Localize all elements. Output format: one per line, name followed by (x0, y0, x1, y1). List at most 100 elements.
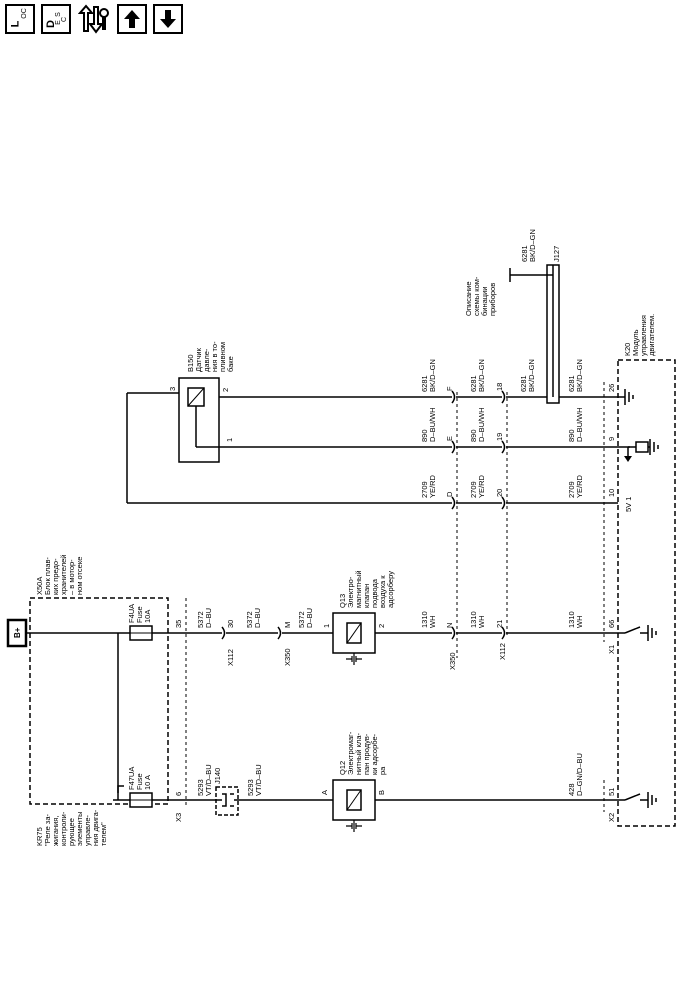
connector-x2-label: X2 (607, 813, 616, 822)
q12-label: Q12 Электромаг- нитный кла- пан продув- … (338, 730, 387, 776)
wire-890-label-c: 890D–BU/WH (567, 407, 584, 442)
ground-26-symbol (624, 388, 634, 406)
q12-pin-b-label: B (377, 790, 386, 795)
connector-x350-pin-f (451, 390, 456, 404)
j140-splice-boundary (215, 786, 239, 816)
connector-x112-pin-18 (501, 390, 506, 404)
arrow-down-icon (160, 10, 176, 28)
connector-x350-pin-m (277, 626, 282, 640)
ecm-pin9-resistor (635, 441, 649, 453)
x50a-label: X50A Блок плав- ких предо- хранителей – … (35, 552, 84, 595)
wire-1310-label-b: 1310WH (469, 611, 486, 628)
pin-20-label: 20 (495, 489, 504, 497)
arrow-up-icon (124, 10, 140, 28)
q12-pin-a-label: A (320, 790, 329, 795)
x50a-fuse-block-boundary (29, 597, 169, 805)
connector-x112-label-2: X112 (498, 643, 507, 660)
fuse-f4ua-label: F4UA Fuse 10A (127, 602, 152, 623)
wire-6281-label-a: 6281BK/D–GN (420, 359, 437, 392)
wire-1310-label-c: 1310WH (567, 611, 584, 628)
sensor-b150-element-diag (187, 387, 205, 407)
pin-9-label: 9 (607, 437, 616, 441)
wire-1310-label-a: 1310WH (420, 611, 437, 628)
connector-x112-label-1: X112 (226, 649, 235, 666)
pin-d-label: D (445, 491, 454, 497)
wire-5293-label-b: 5293VT/D–BU (246, 764, 263, 796)
solenoid-q12-coil-diag (346, 789, 362, 811)
fuse-f47ua-label: F47UA Fuse 10 A (127, 765, 152, 790)
splice-j127-label: J127 (552, 246, 561, 262)
labels: X50A Блок плав- ких предо- хранителей – … (35, 229, 656, 846)
q13-pin2-label: 2 (377, 624, 386, 628)
q13-label: Q13 Электро- магнитный клапан подвода во… (338, 568, 395, 608)
ground-51-symbol (647, 791, 657, 809)
kr75-label: KR75 "Реле за- жигания, контроли- рующее… (35, 808, 108, 846)
ecm-5v-reference-label: 5V 1 (624, 497, 633, 512)
wire-5293-label-a: 5293VT/D–BU (196, 764, 213, 796)
instrument-cluster-note: Описание схемы ком- бинации приборов (464, 274, 497, 316)
arrow-down-button[interactable] (153, 4, 183, 34)
pin-51-label: 51 (607, 788, 616, 796)
solenoid-q13-valve-arrows (346, 653, 362, 665)
service-swap-button[interactable] (77, 4, 111, 34)
pin-21-label: 21 (495, 620, 504, 628)
wire-5372-label-a: 5372D–BU (196, 608, 213, 628)
ecm-switch-51 (624, 793, 648, 801)
pin-m-label: M (283, 622, 292, 628)
ecm-pin9-arrow (624, 456, 632, 462)
wire-6281-label-b: 6281BK/D–GN (469, 359, 486, 392)
loc-button[interactable]: L OC (5, 4, 35, 34)
pin-e-label: E (445, 436, 454, 441)
wire-2709-label-c: 2709YE/RD (567, 474, 584, 498)
connector-x350-label-1: X350 (283, 648, 292, 666)
pin-30-label: 30 (226, 620, 235, 628)
nav-toolbar: L OC D E S C (5, 4, 183, 36)
ecm-switch-66 (624, 626, 648, 634)
wire-6281-label-e: 6281BK/D–GN (520, 229, 537, 262)
service-swap-icon (78, 4, 109, 34)
pin-35-label: 35 (174, 620, 183, 628)
wire-890-label-a: 890D–BU/WH (420, 407, 437, 442)
desc-button[interactable]: D E S C (41, 4, 71, 34)
connector-x112-pin-19 (501, 440, 506, 454)
connector-x350-label-2: X350 (448, 652, 457, 670)
connector-x112-pin-21 (501, 626, 506, 640)
k20-ecm-boundary (617, 359, 676, 827)
wire-5372-label-c: 5372D–BU (297, 608, 314, 628)
connector-x350-pin-n (451, 626, 456, 640)
q13-pin1-label: 1 (322, 624, 331, 628)
pin-f-label: F (445, 386, 454, 391)
wire-6281-label-c: 6281BK/D–GN (519, 359, 536, 392)
pin-19-label: 19 (495, 433, 504, 441)
connector-x3-label: X3 (174, 813, 183, 822)
pin-10-label: 10 (607, 489, 616, 497)
solenoid-q13-coil-diag (346, 622, 362, 644)
arrow-up-button[interactable] (117, 4, 147, 34)
connector-x350-pin-e (451, 440, 456, 454)
pin-6-label: 6 (174, 792, 183, 796)
wire-2709-label-b: 2709YE/RD (469, 474, 486, 498)
connector-x112-pin-20 (501, 496, 506, 510)
ground-66-symbol (647, 624, 657, 642)
battery-plus-label: B+ (13, 627, 22, 638)
pin-18-label: 18 (495, 383, 504, 391)
pin-n-label: N (445, 623, 454, 628)
connector-x350-pin-d (451, 496, 456, 510)
relay-kr75-contact-symbol (113, 785, 124, 801)
splice-j140-label: J140 (213, 768, 222, 784)
pin-26-label: 26 (607, 384, 616, 392)
pin-66-label: 66 (607, 620, 616, 628)
wire-2709-label-a: 2709YE/RD (420, 474, 437, 498)
wire-6281-label-d: 6281BK/D–GN (567, 359, 584, 392)
wire-890-label-b: 890D–BU/WH (469, 407, 486, 442)
splice-j140-symbol (222, 793, 234, 807)
wire-428-label: 428D–GN/D–BU (567, 753, 584, 796)
b150-pin1-label: 1 (225, 438, 234, 442)
b150-pin3-label: 3 (168, 387, 177, 391)
ground-9-symbol (649, 438, 659, 456)
b150-label: B150 Датчик давле- ния в то- пливном бак… (186, 339, 235, 372)
wire-5372-label-b: 5372D–BU (245, 608, 262, 628)
connector-x1-label: X1 (607, 645, 616, 654)
k20-label: K20 Модуль управления двигателем. (623, 313, 656, 356)
